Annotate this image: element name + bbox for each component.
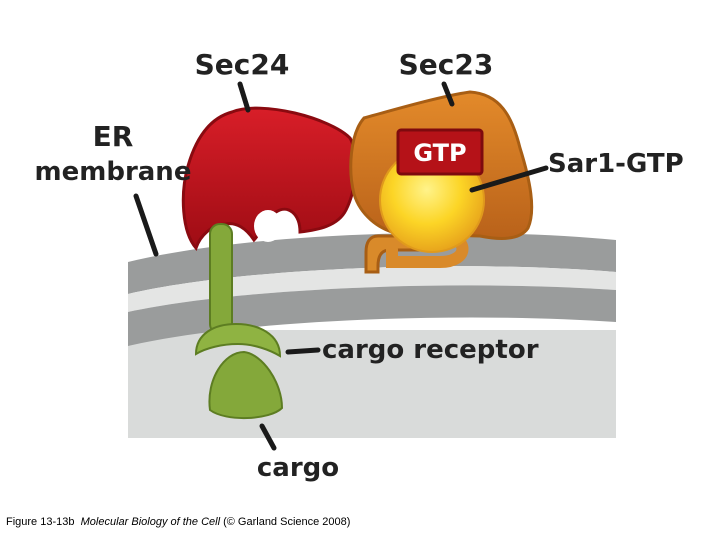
svg-text:GTP: GTP [413, 139, 466, 167]
sec24-leader [237, 81, 251, 113]
sec24-label: Sec24 [195, 48, 290, 81]
er-membrane-label-line1: ER [93, 120, 134, 153]
caption-credit: (© Garland Science 2008) [223, 516, 351, 528]
cargo-receptor-label: cargo receptor [322, 335, 539, 365]
sec23-label: Sec23 [399, 48, 494, 81]
cargo-receptor [194, 223, 282, 358]
cargo-molecule [208, 350, 284, 419]
er-membrane-leader [133, 193, 159, 257]
sar1-gtp-label: Sar1-GTP [548, 149, 684, 179]
sar1-leader [469, 165, 549, 193]
gtp-badge: GTP [396, 128, 484, 176]
caption-figure-number: Figure 13-13b [6, 516, 75, 528]
caption-book-title: Molecular Biology of the Cell [80, 516, 221, 528]
cargo-leader [259, 423, 277, 451]
sec24-protein [181, 106, 358, 251]
sec23-leader [441, 81, 455, 107]
cargo-label: cargo [257, 453, 339, 483]
cargo-receptor-leader [285, 347, 321, 355]
er-membrane-label-line2: membrane [35, 157, 192, 187]
figure-caption: Figure 13-13b Molecular Biology of the C… [6, 516, 350, 528]
